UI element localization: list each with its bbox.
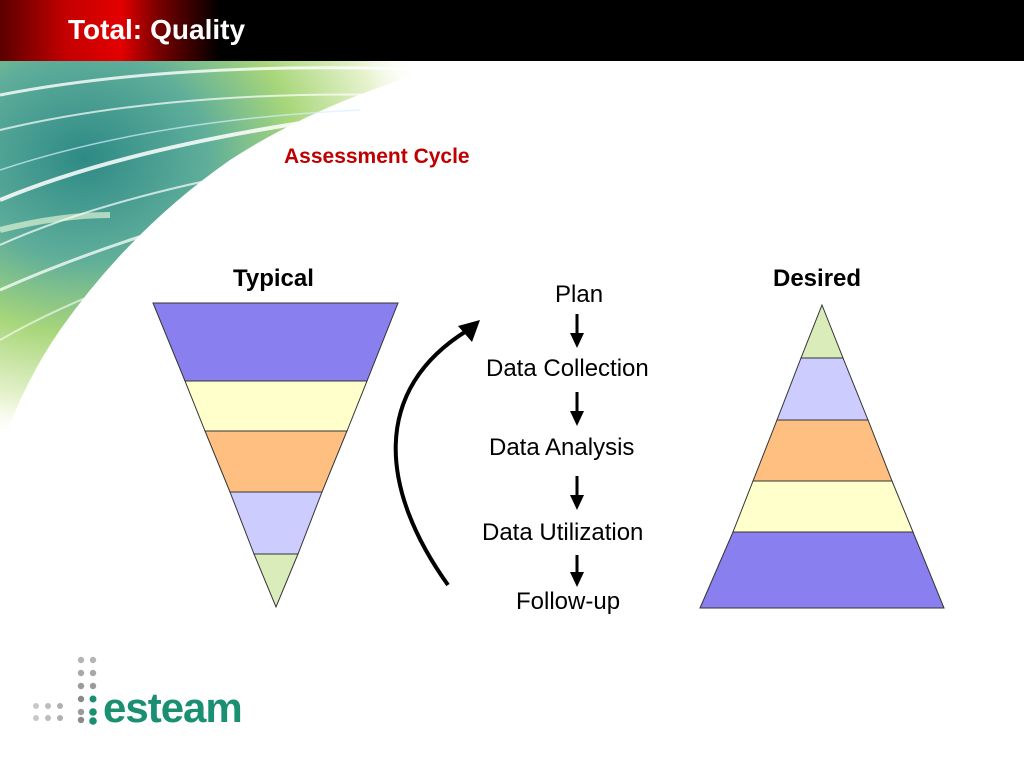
flow-arrow-4 [570,555,584,587]
desired-layer-1 [800,303,844,359]
flow-arrow-2 [570,392,584,426]
desired-layer-2 [776,357,869,421]
typical-funnel [152,302,399,609]
background-swirl-graphic [0,60,470,450]
desired-label: Desired [773,265,862,292]
step-plan: Plan [555,281,604,308]
flow-arrow-1 [570,314,584,348]
logo-wordmark: esteam [103,684,243,731]
typical-layer-2 [184,380,368,432]
desired-layer-4 [732,480,914,533]
title-bar: Total:Quality [0,0,1024,61]
title-total: Total: [68,14,143,45]
slide-title: Total:Quality [68,13,245,47]
title-accent [0,0,220,61]
curved-return-arrow [393,320,480,587]
step-data-analysis: Data Analysis [489,434,635,461]
typical-layer-1 [152,302,399,382]
step-follow-up: Follow-up [516,588,621,615]
desired-pyramid [699,303,945,609]
step-data-utilization: Data Utilization [482,519,644,546]
title-quality: Quality [150,14,246,45]
logo-dots-icon [33,656,97,725]
typical-layer-5 [253,553,299,609]
flow-arrow-3 [570,476,584,510]
step-data-collection: Data Collection [486,355,649,382]
typical-layer-4 [229,491,323,555]
typical-label: Typical [233,265,314,292]
diagram-heading: Assessment Cycle [284,145,470,168]
typical-layer-3 [204,430,348,493]
desired-layer-3 [752,419,893,482]
desired-layer-5 [699,531,945,609]
